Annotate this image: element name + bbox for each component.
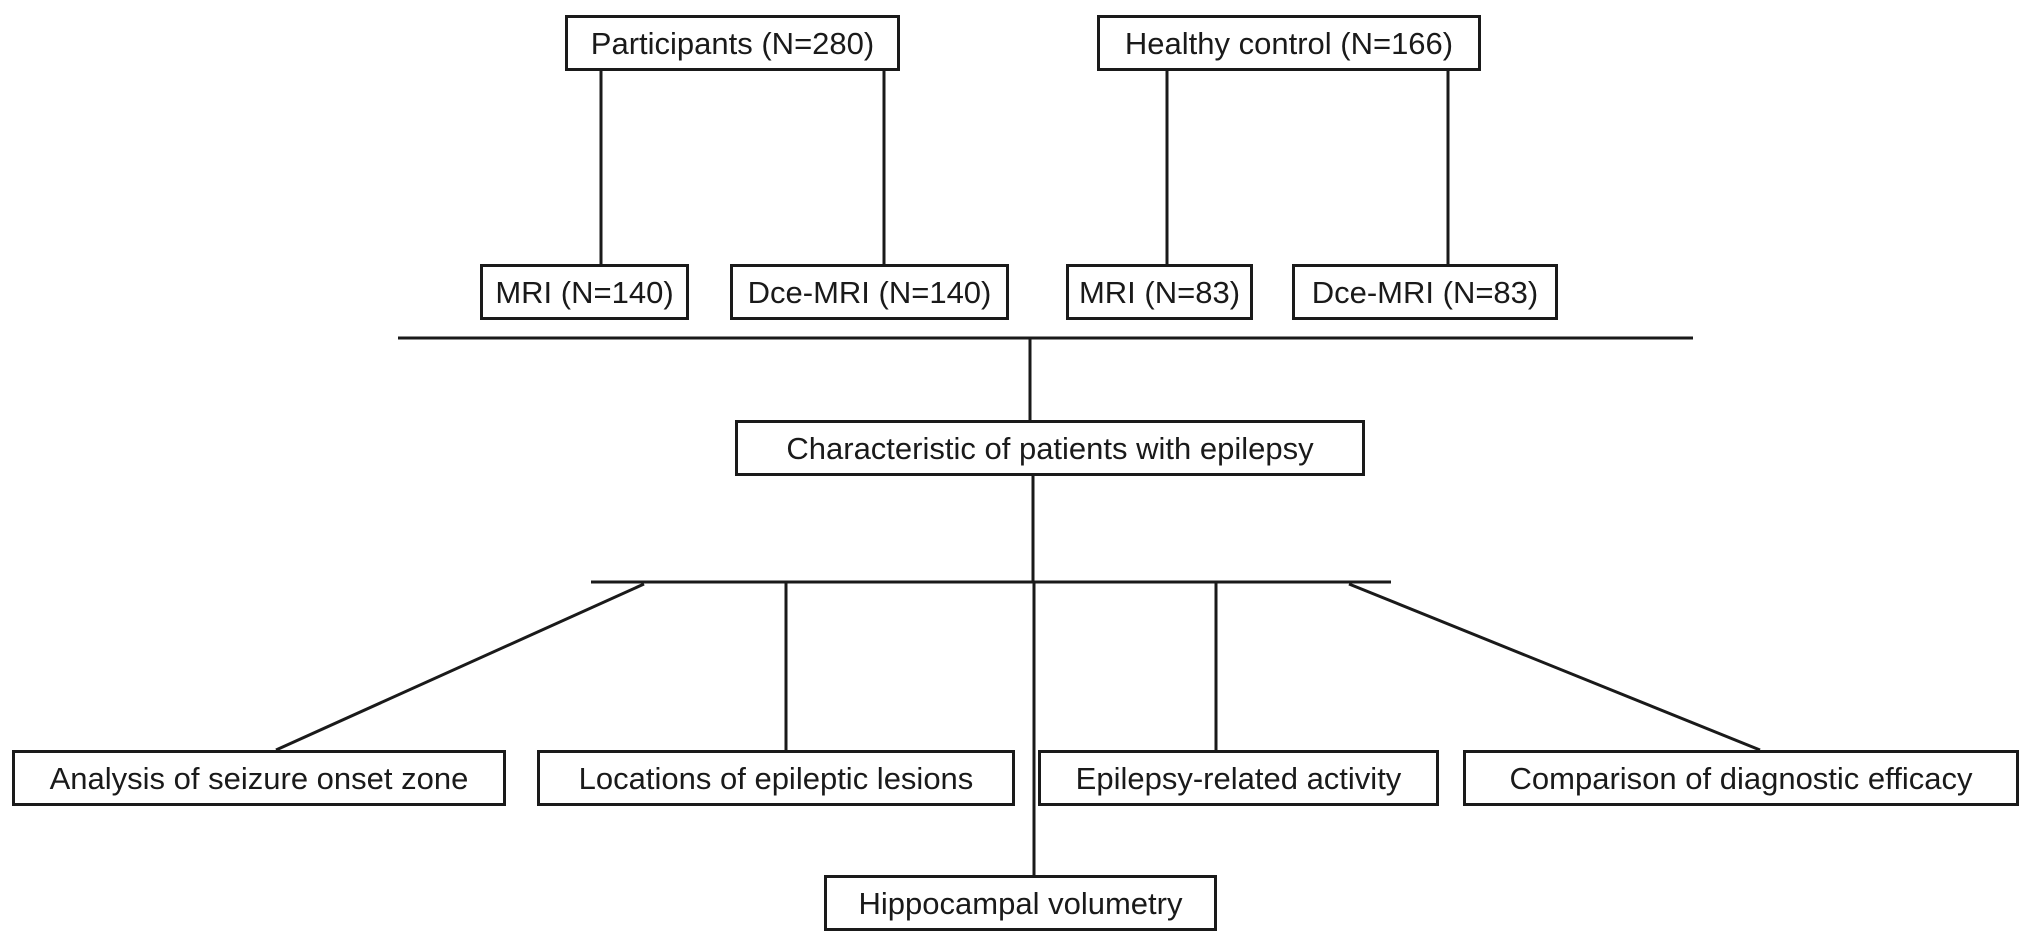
characteristic-box: Characteristic of patients with epilepsy (735, 420, 1365, 476)
edge-split-seizure (275, 582, 645, 752)
mri-control-box: MRI (N=83) (1066, 264, 1253, 320)
participants-box: Participants (N=280) (565, 15, 900, 71)
seizure-onset-box: Analysis of seizure onset zone (12, 750, 506, 806)
diagnostic-efficacy-box: Comparison of diagnostic efficacy (1463, 750, 2019, 806)
hippocampal-volumetry-box: Hippocampal volumetry (824, 875, 1217, 931)
dce-mri-control-box: Dce-MRI (N=83) (1292, 264, 1558, 320)
mri-participants-box: MRI (N=140) (480, 264, 689, 320)
epilepsy-activity-box: Epilepsy-related activity (1038, 750, 1439, 806)
edge-split-comparison (1348, 582, 1761, 752)
dce-mri-participants-box: Dce-MRI (N=140) (730, 264, 1009, 320)
healthy-control-box: Healthy control (N=166) (1097, 15, 1481, 71)
lesion-locations-box: Locations of epileptic lesions (537, 750, 1015, 806)
